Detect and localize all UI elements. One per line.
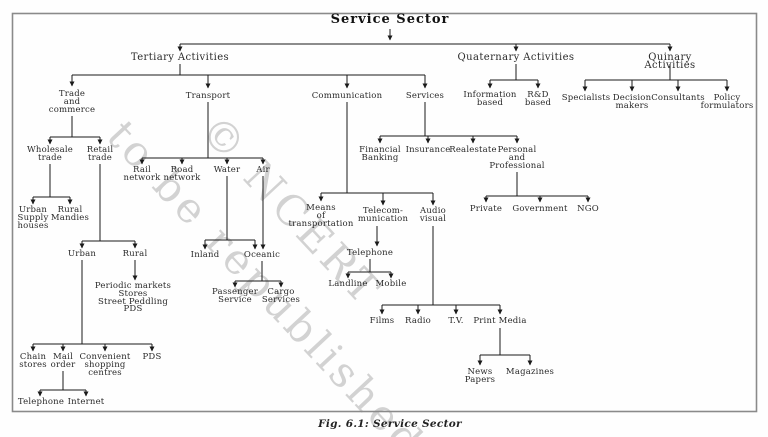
- figure-border: [11, 12, 758, 413]
- node-films: Films: [369, 316, 395, 326]
- node-insurance: Insurance: [405, 145, 451, 155]
- node-periodic-markets: Periodic markets Stores Street Peddling …: [94, 281, 172, 315]
- node-cargo-services: Cargo Services: [261, 287, 301, 305]
- node-wholesale-trade: Wholesale trade: [26, 145, 74, 163]
- node-services: Services: [405, 91, 445, 101]
- node-landline: Landline: [328, 279, 368, 289]
- node-chain-stores: Chain stores: [19, 352, 47, 370]
- node-consultants: Consultants: [651, 93, 705, 103]
- node-passenger-service: Passenger Service: [212, 287, 258, 305]
- node-decision-makers: Decision makers: [612, 93, 652, 111]
- node-communication: Communication: [311, 91, 383, 101]
- node-radio: Radio: [405, 316, 431, 326]
- node-news-papers: News Papers: [464, 367, 496, 385]
- node-pds: PDS: [142, 352, 162, 362]
- node-transport: Transport: [185, 91, 231, 101]
- node-ngo: NGO: [577, 204, 599, 214]
- node-policy-formulators: Policy formulators: [700, 93, 754, 111]
- node-retail-trade: Retail trade: [86, 145, 114, 163]
- node-urban-supply-houses: Urban Supply houses: [17, 205, 49, 231]
- figure-caption: Fig. 6.1: Service Sector: [318, 418, 462, 430]
- node-air: Air: [256, 165, 270, 175]
- node-print-media: Print Media: [473, 316, 527, 326]
- node-convenient-shopping-centres: Convenient shopping centres: [79, 352, 131, 378]
- node-internet: Internet: [67, 397, 105, 407]
- node-mail-order: Mail order: [50, 352, 76, 370]
- node-quinary-activities: Quinary Activities: [644, 52, 696, 71]
- node-telephone-order: Telephone: [17, 397, 65, 407]
- node-rail-network: Rail network: [123, 165, 161, 183]
- node-rd-based: R&D based: [524, 90, 552, 108]
- node-audio-visual: Audio visual: [419, 206, 447, 224]
- node-rural-mandies: Rural Mandies: [50, 205, 90, 223]
- node-tertiary-activities: Tertiary Activities: [130, 52, 230, 63]
- node-specialists: Specialists: [561, 93, 611, 103]
- node-urban: Urban: [67, 249, 97, 259]
- node-government: Government: [512, 204, 568, 214]
- node-private: Private: [469, 204, 503, 214]
- node-inland: Inland: [190, 250, 220, 260]
- node-oceanic: Oceanic: [243, 250, 281, 260]
- node-realestate: Realestate: [449, 145, 497, 155]
- node-telecommunication: Telecom- munication: [357, 206, 409, 224]
- node-tv: T.V.: [448, 316, 464, 326]
- node-telephone: Telephone: [346, 248, 394, 258]
- node-financial-banking: Financial Banking: [359, 145, 401, 163]
- node-quaternary-activities: Quaternary Activities: [457, 52, 575, 63]
- node-magazines: Magazines: [505, 367, 555, 377]
- diagram-title: Service Sector: [330, 12, 450, 27]
- node-water: Water: [213, 165, 241, 175]
- node-information-based: Information based: [463, 90, 517, 108]
- node-road-network: Road network: [163, 165, 201, 183]
- node-trade-and-commerce: Trade and commerce: [48, 89, 96, 115]
- node-rural: Rural: [122, 249, 148, 259]
- node-means-of-transportation: Means of transportation: [288, 203, 354, 229]
- node-personal-and-professional: Personal and Professional: [489, 145, 545, 171]
- node-mobile: Mobile: [375, 279, 407, 289]
